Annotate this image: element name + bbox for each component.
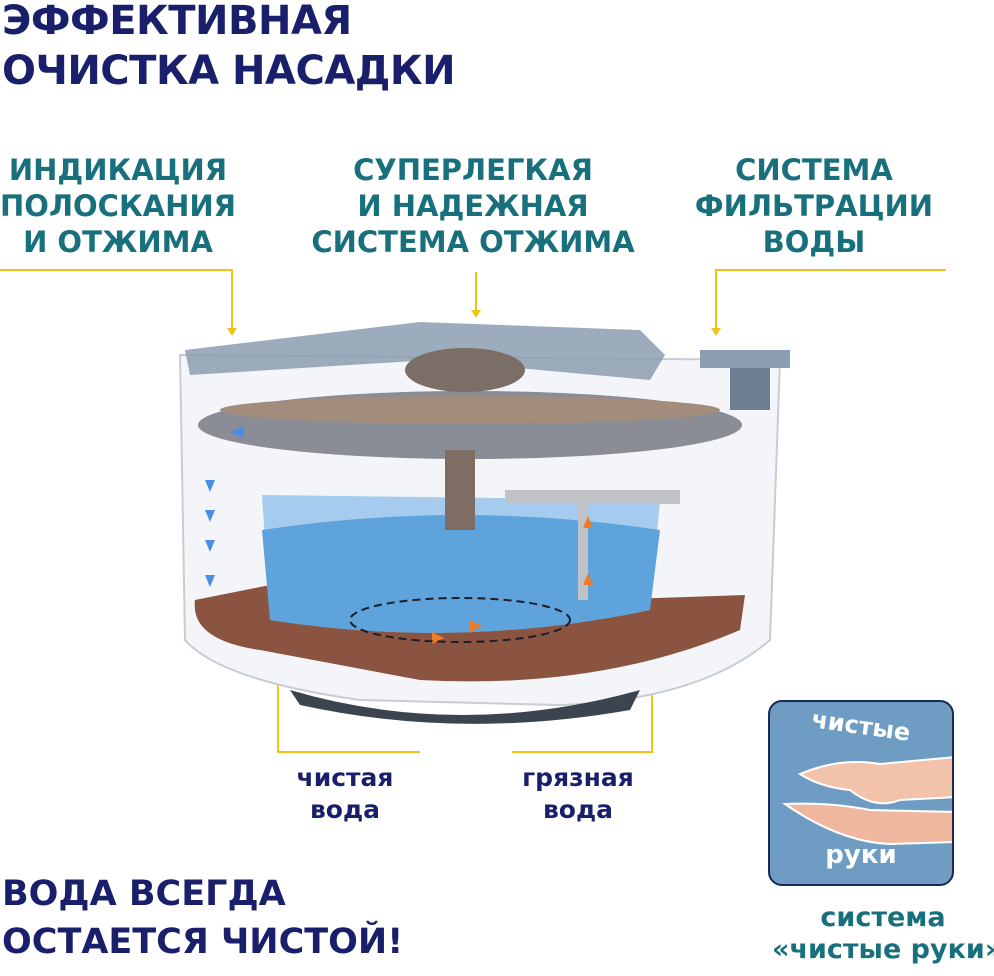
hands-icon — [781, 756, 952, 846]
feature-line: И ОТЖИМА — [23, 225, 213, 259]
bottom-slogan: ВОДА ВСЕГДА ОСТАЕТСЯ ЧИСТОЙ! — [2, 870, 403, 966]
feature-line: СУПЕРЛЕГКАЯ — [353, 153, 593, 187]
label-line: чистая — [296, 763, 394, 792]
badge-bottom-text: руки — [825, 840, 897, 870]
feature-line: И НАДЕЖНАЯ — [357, 189, 589, 223]
label-line: вода — [542, 795, 614, 824]
feature-filtration: СИСТЕМА ФИЛЬТРАЦИИ ВОДЫ — [686, 152, 942, 260]
feature-rinse-indicator: ИНДИКАЦИЯ ПОЛОСКАНИЯ И ОТЖИМА — [0, 152, 236, 260]
clean-water-label: чистая вода — [280, 762, 410, 826]
dirty-water-label: грязная вода — [508, 762, 648, 826]
slogan-line-1: ВОДА ВСЕГДА — [2, 874, 286, 914]
label-line: грязная — [522, 763, 634, 792]
feature-line: ФИЛЬТРАЦИИ — [694, 189, 934, 223]
feature-line: ПОЛОСКАНИЯ — [0, 189, 236, 223]
clean-hands-badge: чистые руки — [768, 700, 954, 886]
slogan-line-2: ОСТАЕТСЯ ЧИСТОЙ! — [2, 922, 404, 962]
caption-line-2: «чистые руки» — [772, 934, 994, 965]
feature-line: СИСТЕМА ОТЖИМА — [311, 225, 635, 259]
feature-line: ВОДЫ — [762, 225, 866, 259]
headline: ЭФФЕКТИВНАЯ ОЧИСТКА НАСАДКИ — [2, 0, 456, 96]
clean-hands-caption: система «чистые руки» — [772, 902, 994, 966]
caption-line-1: система — [820, 902, 946, 933]
headline-line-2: ОЧИСТКА НАСАДКИ — [2, 48, 456, 94]
label-line: вода — [309, 795, 381, 824]
feature-line: ИНДИКАЦИЯ — [8, 153, 228, 187]
feature-spin-system: СУПЕРЛЕГКАЯ И НАДЕЖНАЯ СИСТЕМА ОТЖИМА — [308, 152, 638, 260]
feature-line: СИСТЕМА — [735, 153, 893, 187]
headline-line-1: ЭФФЕКТИВНАЯ — [2, 0, 352, 44]
